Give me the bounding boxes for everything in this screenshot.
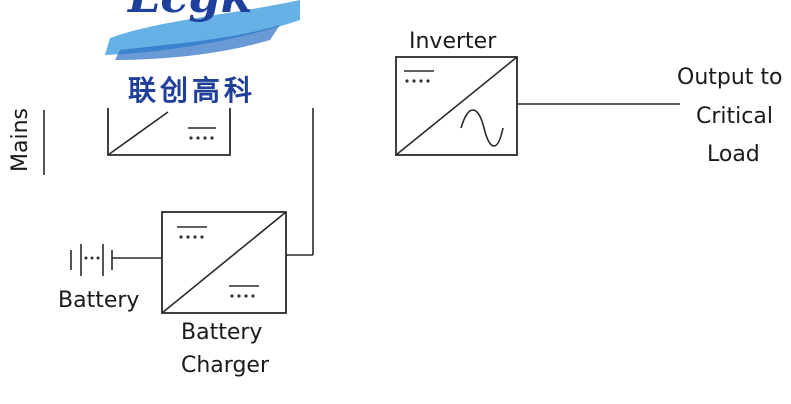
- mains-label: Mains: [8, 108, 33, 172]
- battery-label: Battery: [58, 288, 139, 313]
- charger-label-line2: Charger: [181, 353, 270, 378]
- output-label-line2: Critical: [696, 104, 773, 129]
- inverter-block: [395, 56, 518, 156]
- logo-wave-icon: [105, 0, 300, 55]
- output-label-line1: Output to: [677, 65, 783, 90]
- company-logo: Lcgk 联创高科: [105, 0, 300, 107]
- battery-charger-block: [161, 211, 287, 314]
- logo-wave-shadow-icon: [115, 25, 280, 60]
- dc-symbol-icon: [404, 70, 434, 83]
- logo-chinese-text: 联创高科: [128, 74, 256, 107]
- rectifier-block: [107, 108, 231, 156]
- battery-icon: [70, 244, 113, 276]
- sine-wave-icon: [460, 109, 504, 147]
- dc-symbol-icon: [177, 226, 207, 239]
- charger-label-line1: Battery: [181, 320, 262, 345]
- dc-symbol-icon: [229, 285, 259, 298]
- logo-latin-text: Lcgk: [126, 0, 252, 23]
- output-label-line3: Load: [707, 142, 760, 167]
- dc-symbol-icon: [188, 127, 216, 140]
- inverter-label: Inverter: [409, 29, 497, 54]
